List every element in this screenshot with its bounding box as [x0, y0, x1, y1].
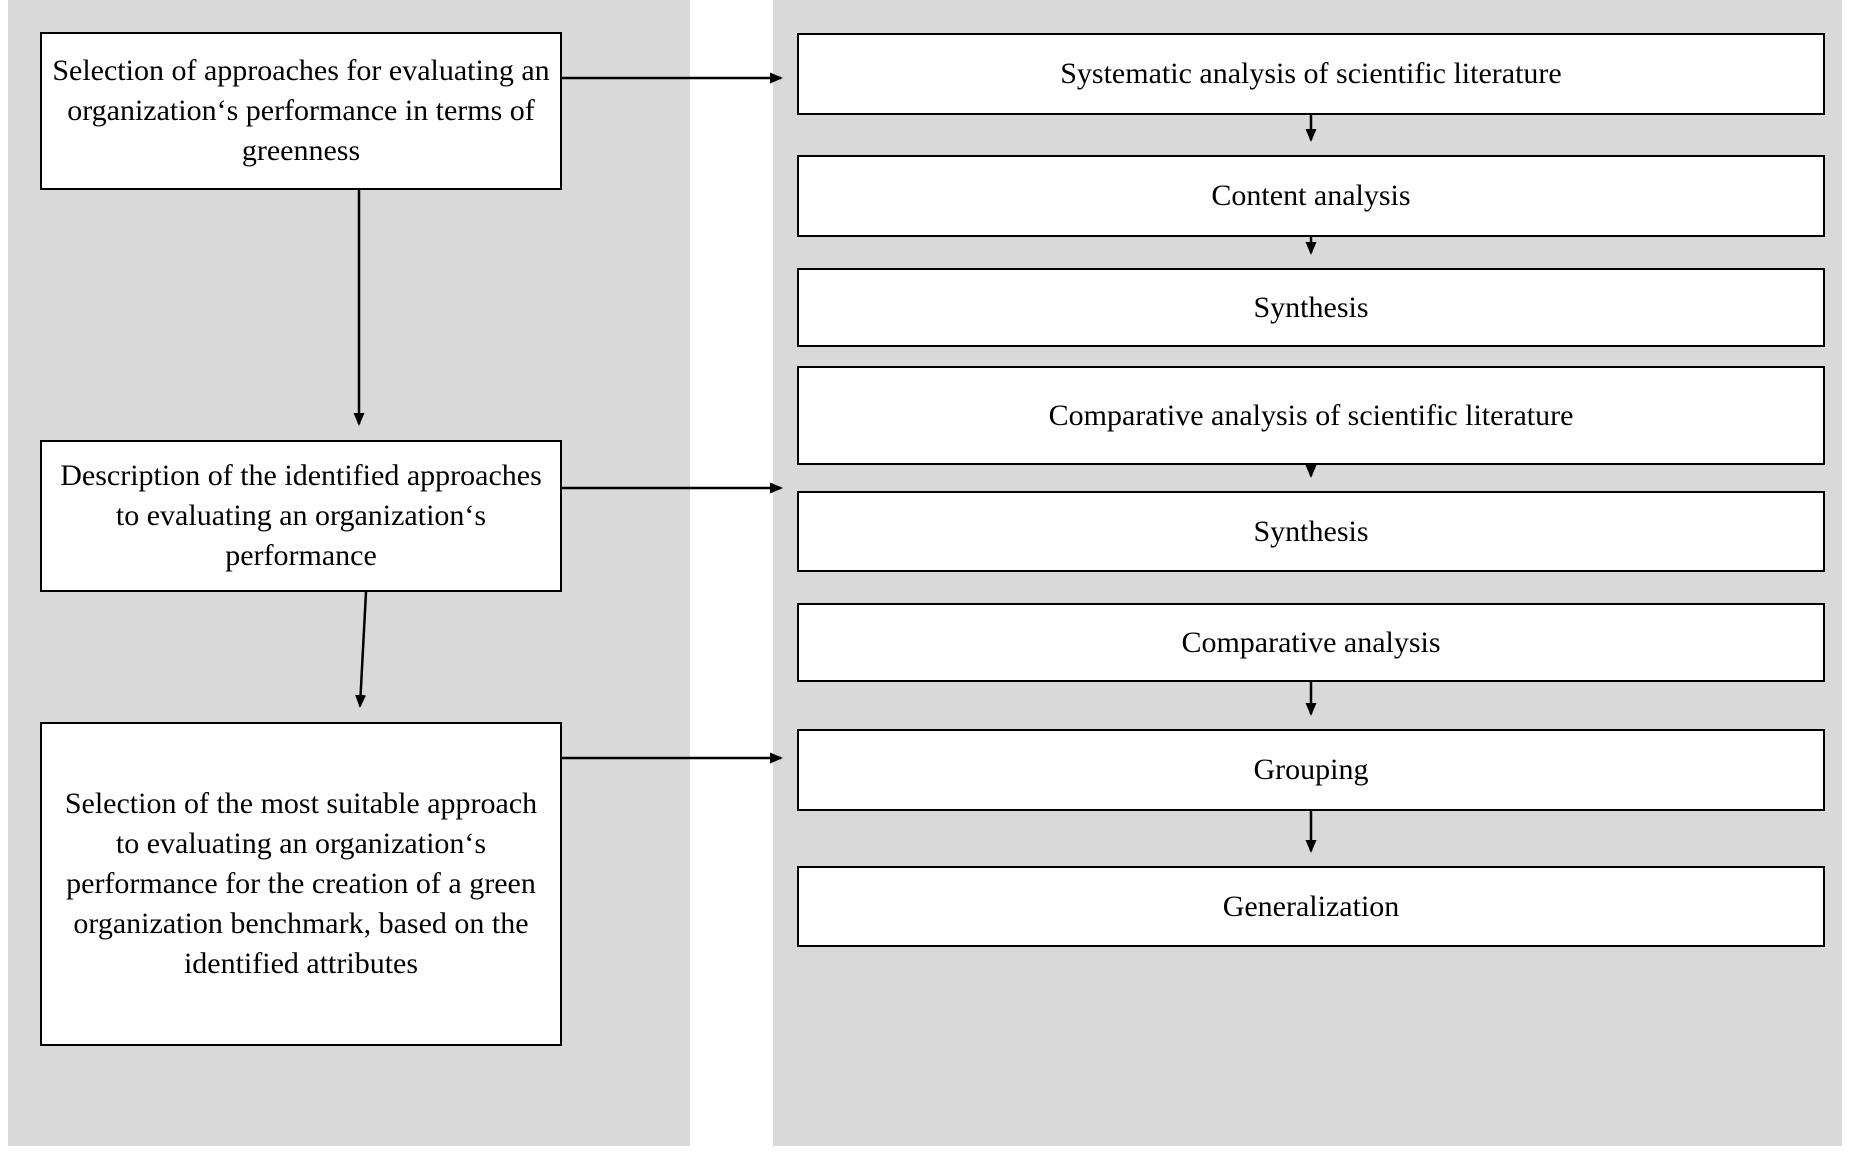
node-content-analysis[interactable]: Content analysis	[797, 155, 1825, 237]
node-label: Description of the identified approaches…	[60, 459, 542, 572]
node-label: Synthesis	[1253, 514, 1369, 548]
node-grouping[interactable]: Grouping	[797, 729, 1825, 811]
node-description-of-identified-approaches[interactable]: Description of the identified approaches…	[40, 440, 562, 592]
node-synthesis-2[interactable]: Synthesis	[797, 491, 1825, 572]
node-label: Synthesis	[1253, 290, 1369, 324]
node-label: Comparative analysis	[1181, 625, 1441, 659]
edge-l2-to-l3	[355, 591, 368, 708]
node-selection-of-approaches[interactable]: Selection of approaches for evaluating a…	[40, 32, 562, 190]
node-label: Content analysis	[1211, 179, 1411, 213]
node-label: Selection of approaches for evaluating a…	[52, 54, 550, 167]
node-comparative-analysis[interactable]: Comparative analysis	[797, 603, 1825, 682]
node-selection-most-suitable-approach[interactable]: Selection of the most suitable approach …	[40, 722, 562, 1046]
node-label: Grouping	[1253, 753, 1369, 787]
node-comparative-analysis-of-scientific-literature[interactable]: Comparative analysis of scientific liter…	[797, 366, 1825, 465]
node-label: Systematic analysis of scientific litera…	[1060, 57, 1562, 91]
node-label: Selection of the most suitable approach …	[64, 787, 538, 980]
node-generalization[interactable]: Generalization	[797, 866, 1825, 947]
node-label: Generalization	[1222, 889, 1400, 923]
node-systematic-analysis-of-scientific-literature[interactable]: Systematic analysis of scientific litera…	[797, 33, 1825, 115]
node-synthesis-1[interactable]: Synthesis	[797, 268, 1825, 347]
node-label: Comparative analysis of scientific liter…	[1048, 398, 1574, 432]
